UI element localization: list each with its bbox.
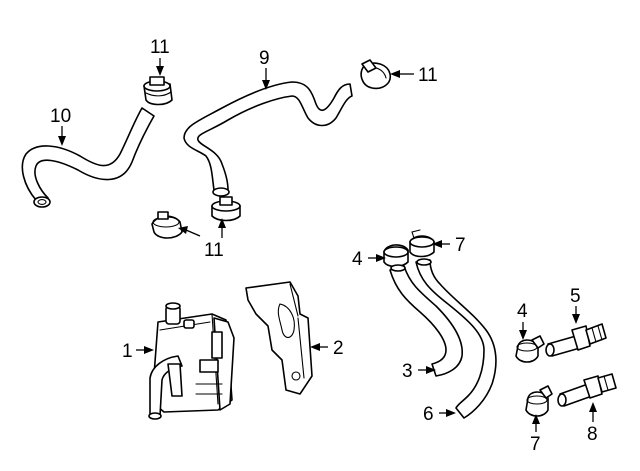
clamp-11-bottom-right[interactable] [211, 196, 241, 222]
callout-label-7-bottom: 7 [530, 434, 541, 455]
callout-6: 6 [423, 404, 456, 425]
callout-7-bottom: 7 [530, 414, 541, 455]
hose-10[interactable] [21, 107, 155, 208]
clamp-4-loose[interactable] [515, 335, 545, 363]
callout-11-bottom: 11 [178, 218, 226, 261]
callout-2: 2 [310, 338, 344, 359]
fitting-8[interactable] [557, 373, 617, 407]
clamp-7-loose[interactable] [525, 385, 553, 417]
callout-1: 1 [122, 341, 154, 362]
callout-7-top: 7 [432, 235, 466, 256]
callout-8: 8 [587, 402, 598, 445]
callout-label-10: 10 [50, 106, 71, 127]
hose-9[interactable] [183, 81, 353, 197]
callout-label-2: 2 [333, 338, 344, 359]
callout-11-top-right: 11 [390, 65, 438, 86]
callout-label-4-top: 4 [352, 249, 363, 270]
callout-label-7-top: 7 [455, 235, 466, 256]
tube-6[interactable] [415, 259, 497, 419]
callout-label-6: 6 [423, 404, 434, 425]
clamp-7-tube[interactable] [409, 229, 435, 266]
clamp-11-top-left[interactable] [143, 76, 173, 106]
bracket-2[interactable] [245, 281, 313, 395]
clamp-4-tube[interactable] [383, 244, 409, 272]
callout-10: 10 [50, 106, 71, 146]
fitting-5[interactable] [545, 323, 607, 357]
callout-label-9: 9 [259, 48, 270, 69]
callout-3: 3 [402, 361, 436, 382]
callout-label-11-bottom: 11 [204, 240, 224, 261]
callout-5: 5 [570, 286, 581, 324]
oil-cooler-1[interactable] [148, 302, 235, 420]
callout-4-right: 4 [517, 301, 528, 340]
callout-label-4-right: 4 [517, 301, 528, 322]
clamp-11-bottom-left[interactable] [151, 211, 183, 239]
callout-label-11-top-left: 11 [150, 37, 170, 58]
callout-11-top-left: 11 [150, 37, 170, 76]
callout-9: 9 [259, 48, 270, 90]
clamp-11-top-right[interactable] [360, 59, 392, 90]
callout-label-3: 3 [402, 361, 413, 382]
tube-3[interactable] [389, 265, 463, 377]
callout-label-5: 5 [570, 286, 581, 307]
callout-label-1: 1 [122, 341, 133, 362]
callout-label-8: 8 [587, 424, 598, 445]
callout-label-11-top-right: 11 [418, 65, 438, 86]
callout-4-top: 4 [352, 249, 386, 270]
